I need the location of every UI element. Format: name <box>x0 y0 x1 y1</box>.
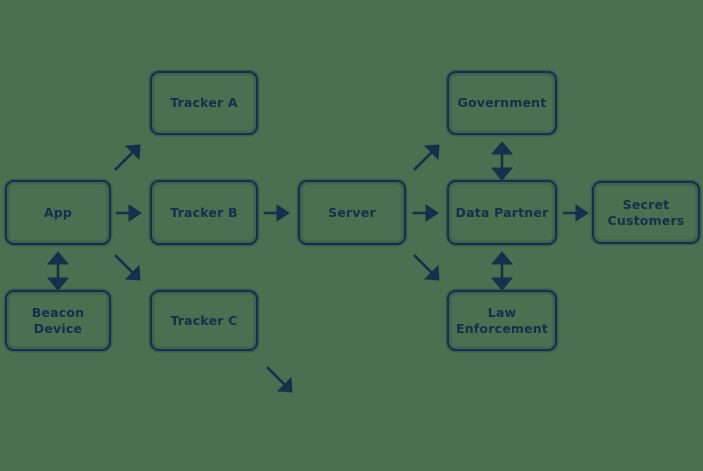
node-law-enforcement[interactable]: Law Enforcement <box>447 290 557 351</box>
node-label-beacon-device: Beacon Device <box>31 304 85 336</box>
node-tracker-c[interactable]: Tracker C <box>150 290 258 351</box>
node-data-partner[interactable]: Data Partner <box>447 180 557 245</box>
arrow-app-beacon-device-two-way-icon <box>43 251 73 291</box>
node-app[interactable]: App <box>5 180 111 245</box>
node-label-data-partner: Data Partner <box>455 204 549 220</box>
node-server[interactable]: Server <box>298 180 406 245</box>
arrow-app-to-tracker-a-icon <box>113 142 143 172</box>
node-label-tracker-b: Tracker B <box>170 204 238 220</box>
arrow-data-partner-law-enforcement-two-way-icon <box>487 251 517 291</box>
arrow-server-to-data-partner-icon <box>412 202 442 224</box>
node-label-secret-customers: Secret Customers <box>607 196 685 228</box>
arrow-app-to-tracker-b-icon <box>115 202 145 224</box>
node-tracker-a[interactable]: Tracker A <box>150 71 258 135</box>
node-tracker-b[interactable]: Tracker B <box>150 180 258 245</box>
arrow-server-to-law-enforcement-icon <box>412 253 442 283</box>
arrow-tracker-c-outbound-icon <box>265 365 295 395</box>
node-label-law-enforcement: Law Enforcement <box>455 304 549 336</box>
arrow-government-data-partner-two-way-icon <box>487 141 517 181</box>
arrow-app-to-tracker-c-icon <box>113 253 143 283</box>
arrow-tracker-b-to-server-icon <box>263 202 293 224</box>
node-label-app: App <box>43 204 73 220</box>
arrow-server-to-government-icon <box>412 142 442 172</box>
node-label-tracker-c: Tracker C <box>170 312 238 328</box>
node-label-server: Server <box>328 204 376 220</box>
arrow-data-partner-to-secret-customers-icon <box>562 202 592 224</box>
node-label-tracker-a: Tracker A <box>170 95 238 111</box>
node-secret-customers[interactable]: Secret Customers <box>592 181 700 244</box>
node-label-government: Government <box>457 95 547 111</box>
node-beacon-device[interactable]: Beacon Device <box>5 290 111 351</box>
node-government[interactable]: Government <box>447 71 557 135</box>
